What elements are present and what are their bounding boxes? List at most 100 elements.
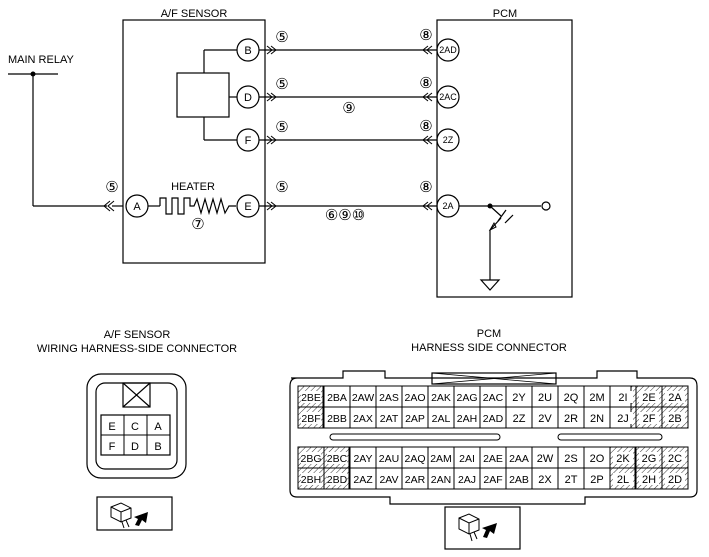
main-relay-label: MAIN RELAY xyxy=(8,54,74,66)
af-connector-housing xyxy=(86,373,187,479)
svg-text:2AN: 2AN xyxy=(431,474,451,486)
pcm-connector-pin-2bf: 2BF xyxy=(297,406,325,429)
pcm-connector-pin-2am: 2AM xyxy=(427,446,455,469)
wire-size-5-a: ⑤ xyxy=(105,179,118,196)
pcm-connector-pin-2ak: 2AK xyxy=(427,385,455,408)
svg-text:2B: 2B xyxy=(668,413,681,425)
pcm-connector-pin-2av: 2AV xyxy=(375,467,403,490)
svg-text:2A: 2A xyxy=(668,392,682,404)
heater-label: HEATER xyxy=(171,181,215,193)
pcm-connector-pin-2ar: 2AR xyxy=(401,467,429,490)
svg-text:2AV: 2AV xyxy=(379,474,398,486)
pcm-connector-pin-2aw: 2AW xyxy=(349,385,377,408)
svg-text:2M: 2M xyxy=(589,392,604,404)
pcm-connector-pin-2bb: 2BB xyxy=(323,406,351,429)
pcm-connector-housing xyxy=(289,370,698,505)
svg-text:2Q: 2Q xyxy=(564,392,579,404)
af-sensor-box xyxy=(122,19,266,264)
sensor-pin-f-label: F xyxy=(245,135,252,147)
svg-text:2BE: 2BE xyxy=(301,392,321,404)
wire-d-circle-9: ⑨ xyxy=(342,100,355,117)
svg-text:2Y: 2Y xyxy=(512,392,526,404)
af-connector-lock xyxy=(122,382,151,408)
pcm-pin-2z xyxy=(436,128,460,152)
pcm-connector-pin-2w: 2W xyxy=(531,446,559,469)
svg-text:2K: 2K xyxy=(616,453,630,465)
pcm-connector-pin-2ba: 2BA xyxy=(323,385,351,408)
svg-text:2AI: 2AI xyxy=(459,453,475,465)
wire-d-2ac xyxy=(259,92,437,102)
pcm-connector-pin-2aa: 2AA xyxy=(505,446,533,469)
svg-text:2W: 2W xyxy=(537,453,554,465)
pcm-box xyxy=(436,19,573,298)
wire-f-size-8: ⑧ xyxy=(419,118,432,135)
svg-text:2D: 2D xyxy=(668,474,682,486)
pcm-connector-pin-2ad: 2AD xyxy=(479,406,507,429)
svg-text:2L: 2L xyxy=(617,474,629,486)
svg-text:2I: 2I xyxy=(618,392,627,404)
pcm-connector-pin-2bc: 2BC xyxy=(323,446,351,469)
svg-text:2AY: 2AY xyxy=(353,453,372,465)
svg-text:2AW: 2AW xyxy=(352,392,374,404)
svg-text:2G: 2G xyxy=(642,453,657,465)
wire-b-size-5: ⑤ xyxy=(275,29,288,46)
svg-text:2AK: 2AK xyxy=(431,392,451,404)
svg-text:2X: 2X xyxy=(538,474,552,486)
af-pin-c: C xyxy=(131,421,139,433)
heater-element xyxy=(159,196,236,216)
pcm-connector-pin-2f: 2F xyxy=(635,406,663,429)
af-sensor-title: A/F SENSOR xyxy=(161,8,228,20)
pcm-connector-pin-2l: 2L xyxy=(609,467,637,490)
pcm-connector-pin-2aj: 2AJ xyxy=(453,467,481,490)
pcm-connector-pin-2x: 2X xyxy=(531,467,559,490)
pcm-connector-pin-2t: 2T xyxy=(557,467,585,490)
svg-text:2AT: 2AT xyxy=(380,413,399,425)
pcm-connector-pin-2d: 2D xyxy=(661,467,689,490)
wire-b-2ad xyxy=(259,45,437,55)
pcm-connector-latch xyxy=(431,372,557,385)
sensor-pin-b-label: B xyxy=(244,45,251,57)
svg-text:2AP: 2AP xyxy=(405,413,425,425)
pcm-connector-pin-2ag: 2AG xyxy=(453,385,481,408)
svg-text:2AJ: 2AJ xyxy=(458,474,476,486)
af-pin-a: A xyxy=(154,421,162,433)
pcm-connector-pin-2al: 2AL xyxy=(427,406,455,429)
pcm-connector-title-1: PCM xyxy=(477,328,501,340)
pcm-connector-pin-2u: 2U xyxy=(531,385,559,408)
af-pin-f: F xyxy=(109,441,116,453)
svg-text:2AH: 2AH xyxy=(457,413,477,425)
pcm-connector-pin-2ai: 2AI xyxy=(453,446,481,469)
pcm-connector-pin-2h: 2H xyxy=(635,467,663,490)
svg-text:2N: 2N xyxy=(590,413,604,425)
svg-text:2AB: 2AB xyxy=(509,474,529,486)
pcm-connector-pin-2at: 2AT xyxy=(375,406,403,429)
pcm-connector-pin-2au: 2AU xyxy=(375,446,403,469)
sensor-pin-a-label: A xyxy=(133,201,141,213)
af-connector-title-2: WIRING HARNESS-SIDE CONNECTOR xyxy=(37,343,237,355)
wire-e-size-5: ⑤ xyxy=(275,179,288,196)
pcm-connector-pin-2p: 2P xyxy=(583,467,611,490)
pcm-connector-pin-2q: 2Q xyxy=(557,385,585,408)
schematic: A/F SENSOR PCM MAIN RELAY ⑤ A HEATER ⑦ E xyxy=(8,8,573,298)
svg-text:2T: 2T xyxy=(565,474,578,486)
af-view-direction-icon xyxy=(96,496,173,531)
svg-text:2U: 2U xyxy=(538,392,552,404)
wire-e-size-8: ⑧ xyxy=(419,179,432,196)
pcm-connector-pin-2aq: 2AQ xyxy=(401,446,429,469)
pcm-pin-2ac xyxy=(436,85,460,109)
pcm-connector-pin-2bd: 2BD xyxy=(323,467,351,490)
wire-d-size-8: ⑧ xyxy=(419,75,432,92)
af-connector-pins: E C A F D B xyxy=(100,414,171,456)
pcm-connector-pin-2n: 2N xyxy=(583,406,611,429)
wire-b-size-8: ⑧ xyxy=(419,27,432,44)
svg-text:2AF: 2AF xyxy=(483,474,502,486)
pcm-connector-pin-2b: 2B xyxy=(661,406,689,429)
pcm-connector-pin-2m: 2M xyxy=(583,385,611,408)
svg-text:2S: 2S xyxy=(564,453,577,465)
pcm-connector-pin-2ao: 2AO xyxy=(401,385,429,408)
pcm-connector-pin-2af: 2AF xyxy=(479,467,507,490)
svg-text:2AC: 2AC xyxy=(483,392,504,404)
pcm-connector-pin-2an: 2AN xyxy=(427,467,455,490)
